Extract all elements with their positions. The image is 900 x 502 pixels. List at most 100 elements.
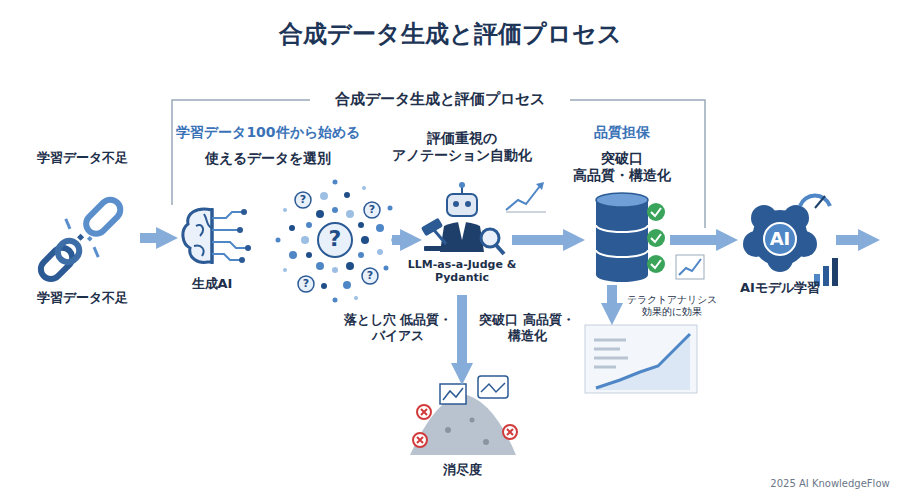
waste-pile-icon <box>410 376 517 455</box>
broken-chart <box>478 376 508 398</box>
error-cross <box>417 409 513 443</box>
chart-line <box>596 334 690 388</box>
node-text: 品質担保 <box>572 124 672 141</box>
annotation-label: ? <box>298 277 314 290</box>
data-dot <box>362 186 366 190</box>
data-dot <box>283 268 287 272</box>
data-dot <box>332 267 338 273</box>
trend-line <box>506 186 540 210</box>
data-dot <box>358 222 364 228</box>
node-text: 学習データ不足 <box>27 150 137 166</box>
break-spark <box>63 219 73 229</box>
flow-arrow <box>607 285 617 311</box>
data-dot <box>388 206 393 211</box>
database-divider <box>596 225 648 257</box>
data-dot <box>306 222 312 228</box>
data-dot <box>358 252 364 258</box>
circuit-trace <box>212 212 246 260</box>
data-dot <box>377 249 383 255</box>
gauge-needle <box>815 196 825 208</box>
annotation-label: 突破口 高品質・構造化 <box>477 312 577 343</box>
data-dot <box>361 236 369 244</box>
pile-speck <box>445 427 451 433</box>
check-badge <box>647 203 665 221</box>
data-dot <box>346 210 354 218</box>
mini-chart-line <box>679 259 701 275</box>
brain-fold <box>194 214 212 256</box>
robot-judge-icon <box>421 182 504 254</box>
broken-chart-line <box>481 383 505 392</box>
node-text: テラクトアナリシス 効果的に効果 <box>625 294 720 318</box>
gavel-head <box>421 218 443 237</box>
brain-lobe <box>183 209 212 262</box>
pile-speck <box>483 439 489 445</box>
data-dot <box>289 225 295 231</box>
data-dot <box>320 192 328 200</box>
trend-chart-icon <box>506 182 546 212</box>
data-dot <box>333 298 338 303</box>
robot-suit <box>440 222 484 252</box>
question-bubble <box>318 223 352 257</box>
bar <box>832 258 838 286</box>
annotation-label: 2025 AI KnowledgeFlow <box>765 478 895 490</box>
brain-divider <box>211 208 214 264</box>
gavel-block <box>424 246 444 251</box>
broken-chart <box>440 384 466 404</box>
node-text: 学習データ100件から始める <box>158 124 378 141</box>
annotation-label: 落とし穴 低品質・バイアス <box>343 312 453 343</box>
data-dot <box>346 262 354 270</box>
check-badge <box>647 255 665 273</box>
flow-arrow <box>140 233 164 243</box>
node-text: 生成AI <box>172 276 252 292</box>
mini-chart-icon <box>676 255 704 279</box>
circuit-node <box>237 227 243 233</box>
diagram-node: AIAIモデル学習 <box>738 195 824 295</box>
chain-link <box>54 237 84 267</box>
node-text: ? <box>320 226 350 252</box>
trend-arrow <box>536 182 544 190</box>
question-bubble <box>364 202 380 218</box>
panel-frame <box>585 325 697 393</box>
node-text: 使えるデータを選別 <box>168 150 368 167</box>
data-dot <box>316 210 324 218</box>
chart-area <box>596 334 690 390</box>
diagram-node: ? <box>276 180 392 300</box>
pile-speck <box>470 418 475 423</box>
data-dot <box>344 192 350 198</box>
data-dot <box>321 283 327 289</box>
annotation-label: ? <box>295 193 311 206</box>
flow-arrow <box>457 295 467 371</box>
robot-eye <box>465 201 471 207</box>
broken-chain-icon <box>26 185 135 294</box>
diagram-node: 消尽度 <box>405 385 520 480</box>
circuit-node <box>239 257 245 263</box>
database-icon <box>596 193 665 282</box>
brain-circuit-icon <box>183 208 251 264</box>
chart-axis <box>506 212 546 213</box>
database-base <box>596 268 648 282</box>
annotation-label: ? <box>364 203 380 216</box>
data-point-cloud <box>276 180 396 303</box>
connector-group <box>140 238 724 371</box>
chain-fragment <box>87 236 93 242</box>
check-mark <box>651 208 661 268</box>
data-dot <box>333 180 338 185</box>
data-dot <box>384 266 389 271</box>
data-dot <box>316 262 324 270</box>
bar <box>823 266 829 286</box>
output-arrow <box>836 235 866 245</box>
data-dot <box>332 207 338 213</box>
diagram-node: 学習データ不足学習データ不足 <box>25 145 140 310</box>
magnifier-lens <box>481 229 499 247</box>
data-dot <box>354 296 358 300</box>
circuit-node <box>245 245 251 251</box>
analysis-chart-panel <box>585 325 697 393</box>
diagram-node: テラクトアナリシス 効果的に効果 <box>585 325 697 393</box>
break-spark <box>91 247 101 257</box>
diagram-node: 品質担保突破口 高品質・構造化 <box>585 185 670 285</box>
data-dot <box>301 236 309 244</box>
ai-brain-icon <box>743 196 838 286</box>
